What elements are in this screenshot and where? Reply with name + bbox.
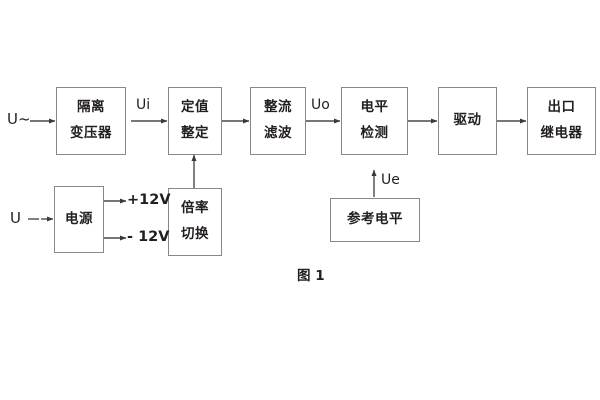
label-rail-negative: - 12V — [127, 229, 170, 245]
block-isolation-transformer[interactable]: 隔离 变压器 — [56, 87, 126, 155]
block-multiplier-switch-line1: 倍率 — [181, 200, 209, 217]
block-rectify-filter-line2: 滤波 — [264, 125, 292, 141]
block-power-supply[interactable]: 电源 — [54, 186, 104, 253]
block-multiplier-switch-line2: 切换 — [181, 226, 209, 242]
block-output-relay-line2: 继电器 — [540, 125, 583, 141]
label-input-dc: U — [10, 209, 21, 227]
label-uo: Uo — [311, 97, 330, 113]
block-isolation-transformer-line1: 隔离 — [77, 99, 105, 116]
block-level-detection[interactable]: 电平 检测 — [341, 87, 408, 155]
block-rectify-filter[interactable]: 整流 滤波 — [250, 87, 306, 155]
block-reference-level[interactable]: 参考电平 — [330, 198, 420, 242]
label-input-ac: U~ — [7, 110, 31, 128]
label-ue: Ue — [381, 172, 400, 188]
label-rail-positive: +12V — [127, 192, 171, 208]
block-isolation-transformer-line2: 变压器 — [70, 125, 112, 141]
block-rectify-filter-line1: 整流 — [264, 99, 292, 116]
block-output-relay[interactable]: 出口 继电器 — [527, 87, 596, 155]
block-setting-value-line2: 整定 — [181, 125, 209, 141]
block-power-supply-line1: 电源 — [65, 210, 93, 227]
block-drive[interactable]: 驱动 — [438, 87, 497, 155]
label-ui: Ui — [136, 97, 151, 113]
block-level-detection-line2: 检测 — [360, 125, 389, 141]
block-drive-line1: 驱动 — [453, 112, 482, 129]
block-multiplier-switch[interactable]: 倍率 切换 — [168, 188, 222, 256]
block-setting-value-line1: 定值 — [181, 99, 209, 116]
figure-caption: 图 1 — [297, 268, 325, 284]
block-level-detection-line1: 电平 — [360, 99, 389, 116]
block-setting-value[interactable]: 定值 整定 — [168, 87, 222, 155]
block-output-relay-line1: 出口 — [547, 99, 576, 116]
block-reference-level-line1: 参考电平 — [347, 211, 403, 228]
